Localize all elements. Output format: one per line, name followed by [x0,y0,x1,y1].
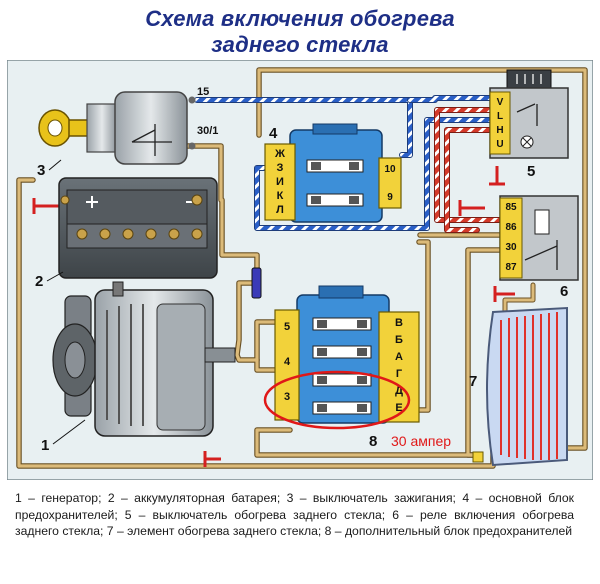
ignition-switch: 15 30/1 3 [37,86,218,179]
annotation-30-amp: 30 ампер [391,433,451,449]
relay-pins: 85 86 30 87 [505,202,517,273]
relay-pin-2: 30 [505,242,517,253]
extra-fuse-letter-2: А [395,351,403,363]
component-4-label: 4 [269,125,278,142]
main-fuse-letter-1: З [277,162,284,174]
component-3-label: 3 [37,162,45,179]
extra-fuse-letter-4: Д [395,385,403,397]
extra-fuse-letter-5: Е [395,402,402,414]
extra-fuse-pin-0: 5 [284,321,290,333]
inline-fuse [251,267,262,299]
extra-fuse-letter-0: В [395,317,403,329]
component-2-label: 2 [35,273,43,290]
highlight-ellipse [263,370,411,430]
extra-fuse-pin-2: 3 [284,391,290,403]
wiring-diagram: 15 30/1 3 2 [7,60,593,480]
extra-fuse-letter-3: Г [396,368,403,380]
extra-fuse-left-pins: 5 4 3 [284,321,291,403]
switch-pin-0: V [497,97,504,108]
component-7-label: 7 [469,373,477,390]
main-fuse-pin-0: 10 [384,164,396,175]
title-line-1: Схема включения обогрева [145,6,455,31]
switch-pin-2: H [496,125,503,136]
heater-relay: 85 86 30 87 6 [499,195,579,300]
relay-pin-3: 87 [505,262,517,273]
main-fuse-letter-4: Л [276,204,284,216]
relay-pin-0: 85 [505,202,517,213]
terminal-30-1-label: 30/1 [197,125,218,137]
main-fuse-letter-3: К [277,190,284,202]
extra-fuse-pin-1: 4 [284,356,291,368]
main-fuse-right-pins: 10 9 [384,164,396,203]
component-5-label: 5 [527,163,535,180]
battery: 2 [35,177,218,290]
component-1-label: 1 [41,437,49,454]
relay-pin-1: 86 [505,222,517,233]
extra-fuse-letter-1: Б [395,334,403,346]
heater-element: 7 [469,306,568,467]
switch-pin-1: L [497,111,503,122]
terminal-15-label: 15 [197,86,209,98]
generator: 1 [41,281,236,454]
component-6-label: 6 [560,283,568,300]
legend: 1 – генератор; 2 – аккумуляторная батаре… [15,491,574,538]
component-8-label: 8 [369,433,377,450]
switch-pin-3: U [496,139,503,150]
main-fuse-letter-0: Ж [274,148,285,160]
ground-symbols [32,166,515,467]
title-line-2: заднего стекла [211,32,389,57]
main-fuse-letter-2: И [276,176,284,188]
main-fuse-pin-1: 9 [387,192,393,203]
